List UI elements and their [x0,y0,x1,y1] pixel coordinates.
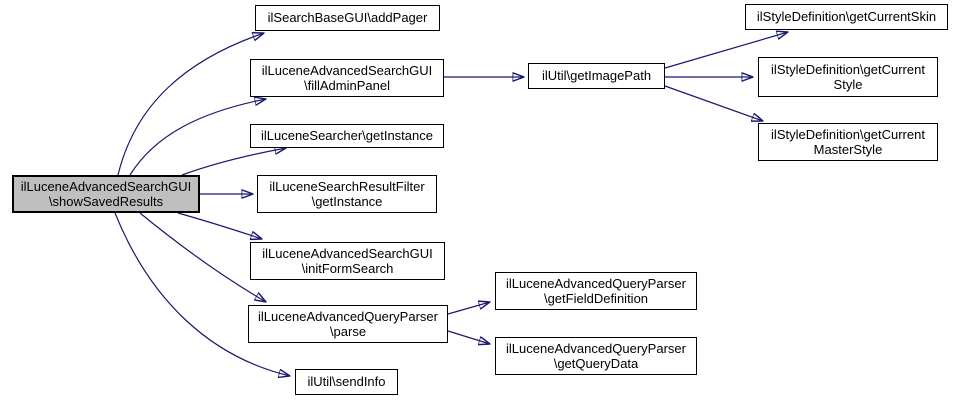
node-show-saved-results: ilLuceneAdvancedSearchGUI \showSavedResu… [12,175,200,213]
edge-parse-to-get-field-definition [447,302,490,315]
edge-get-image-path-to-get-current-skin [664,32,788,69]
node-add-pager[interactable]: ilSearchBaseGUI\addPager [255,5,440,31]
node-get-image-path[interactable]: ilUtil\getImagePath [528,63,665,89]
node-send-info[interactable]: ilUtil\sendInfo [295,369,398,395]
edge-main-to-parse [139,212,266,302]
edge-main-to-add-pager [117,33,264,176]
node-init-form-search[interactable]: ilLuceneAdvancedSearchGUI \initFormSearc… [250,242,445,280]
edge-main-to-fill-admin-panel [129,99,266,176]
node-get-query-data[interactable]: ilLuceneAdvancedQueryParser \getQueryDat… [495,337,697,375]
node-get-field-definition[interactable]: ilLuceneAdvancedQueryParser \getFieldDef… [495,272,697,310]
edge-get-image-path-to-get-current-master-style [664,85,763,121]
edge-parse-to-get-query-data [447,330,490,344]
node-parse[interactable]: ilLuceneAdvancedQueryParser \parse [248,305,448,343]
edge-main-to-send-info [114,212,290,376]
node-search-result-filter-get-instance[interactable]: ilLuceneSearchResultFilter \getInstance [257,175,437,213]
edge-main-to-init-form-search [177,212,262,239]
node-lucene-searcher-get-instance[interactable]: ilLuceneSearcher\getInstance [250,124,444,148]
node-get-current-skin[interactable]: ilStyleDefinition\getCurrentSkin [745,4,948,30]
node-fill-admin-panel[interactable]: ilLuceneAdvancedSearchGUI \fillAdminPane… [250,59,444,97]
node-get-current-master-style[interactable]: ilStyleDefinition\getCurrent MasterStyle [758,123,938,161]
edge-main-to-searcher-get-instance [181,148,286,176]
node-get-current-style[interactable]: ilStyleDefinition\getCurrent Style [758,57,938,97]
